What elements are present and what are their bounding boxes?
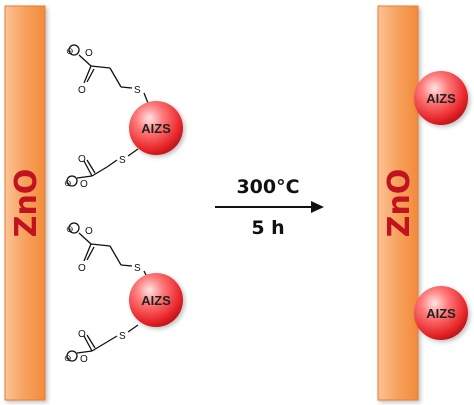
aizs-label: AIZS xyxy=(141,121,171,136)
aizs-label: AIZS xyxy=(426,306,456,321)
ligand-charge: ⊖ xyxy=(66,224,74,234)
aizs-nanoparticle-left-upper: AIZS xyxy=(129,101,183,155)
ligand-sulfur: S xyxy=(134,263,141,274)
zno-label-left: ZnO xyxy=(9,169,44,238)
zno-label-right: ZnO xyxy=(382,169,417,238)
ligand-oxygen: O xyxy=(85,48,93,59)
reaction-time: 5 h xyxy=(251,217,284,239)
ligand-lower-top xyxy=(68,222,151,284)
ligand-oxygen: O xyxy=(80,354,88,365)
ligand-lower-bottom xyxy=(66,324,139,362)
ligand-charge: ⊖ xyxy=(66,46,74,56)
ligand-charge: ⊖ xyxy=(64,353,72,363)
aizs-label: AIZS xyxy=(141,293,171,308)
reaction-arrow: 300°C 5 h xyxy=(215,176,324,239)
aizs-nanoparticle-left-lower: AIZS xyxy=(129,273,183,327)
ligand-sulfur: S xyxy=(134,85,141,96)
ligand-oxygen: O xyxy=(80,179,88,190)
ligand-charge: ⊖ xyxy=(64,178,72,188)
zno-substrate-left: ZnO xyxy=(4,5,46,401)
aizs-nanoparticle-right-upper: AIZS xyxy=(414,71,468,125)
aizs-label: AIZS xyxy=(426,91,456,106)
ligand-sulfur: S xyxy=(119,155,126,166)
aizs-nanoparticle-right-lower: AIZS xyxy=(414,286,468,340)
ligand-oxygen: O xyxy=(78,85,86,96)
ligand-oxygen: O xyxy=(78,263,86,274)
ligand-upper-top xyxy=(68,44,151,109)
ligand-oxygen: O xyxy=(78,329,86,340)
ligand-oxygen: O xyxy=(78,154,86,165)
ligand-oxygen: O xyxy=(85,226,93,237)
zno-substrate-right: ZnO xyxy=(377,5,419,401)
reaction-temperature: 300°C xyxy=(236,176,299,198)
ligand-sulfur: S xyxy=(119,331,126,342)
ligand-upper-bottom xyxy=(66,148,139,187)
